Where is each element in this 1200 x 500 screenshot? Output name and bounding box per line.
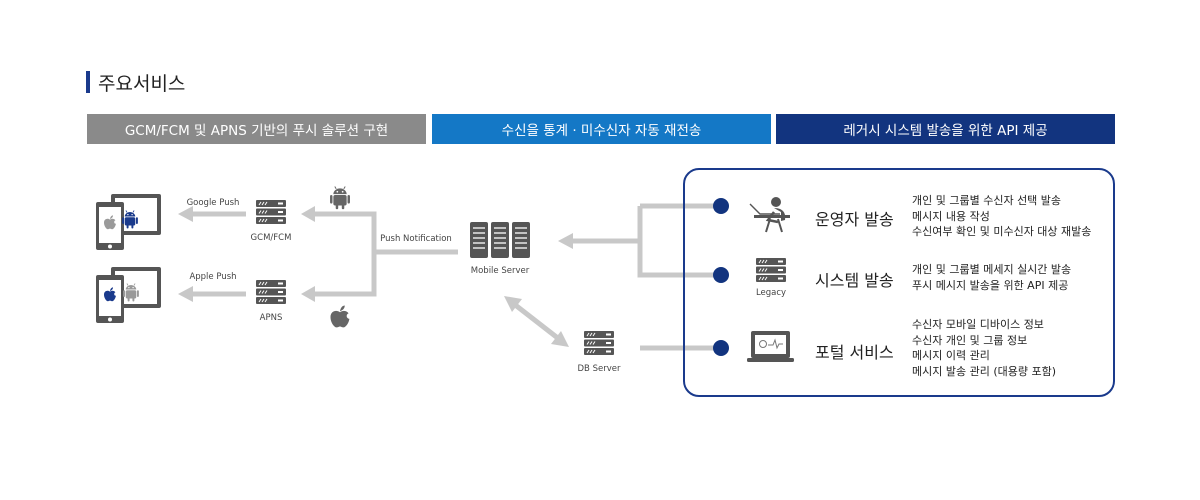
title-accent-bar <box>86 71 90 93</box>
banner-statistics-resend: 수신을 통계 · 미수신자 자동 재전송 <box>432 114 771 144</box>
mobile-server-label: Mobile Server <box>471 266 530 276</box>
gcm-fcm-label: GCM/FCM <box>251 233 292 243</box>
desc-line: 수신자 모바일 디바이스 정보 <box>912 318 1044 331</box>
operator-icon <box>749 197 790 233</box>
service-desc-portal: 수신자 모바일 디바이스 정보 수신자 개인 및 그룹 정보 메시지 이력 관리… <box>912 317 1056 379</box>
desc-line: 메시지 이력 관리 <box>912 349 990 362</box>
google-push-label: Google Push <box>187 198 240 208</box>
services-box <box>683 168 1115 397</box>
service-name-operator: 운영자 발송 <box>815 210 894 229</box>
server-icon <box>755 257 787 283</box>
service-desc-operator: 개인 및 그룹별 수신자 선택 발송 메시지 내용 작성 수신여부 확인 및 미… <box>912 193 1091 240</box>
desc-line: 푸시 메시지 발송을 위한 API 제공 <box>912 278 1069 292</box>
service-dot <box>713 340 729 356</box>
laptop-icon <box>747 331 794 362</box>
push-notification-label: Push Notification <box>380 234 452 244</box>
desc-line: 메시지 내용 작성 <box>912 209 990 223</box>
apple-push-label: Apple Push <box>189 272 236 282</box>
section-title: 주요서비스 <box>86 70 186 95</box>
section-title-text: 주요서비스 <box>98 72 186 95</box>
db-server-label: DB Server <box>578 364 621 374</box>
connector-lines <box>178 203 720 351</box>
desc-line: 개인 및 그룹별 메세지 실시간 발송 <box>912 263 1072 276</box>
service-dot <box>713 267 729 283</box>
banner-push-solution: GCM/FCM 및 APNS 기반의 푸시 솔루션 구현 <box>87 114 426 144</box>
banner-legacy-api: 레거시 시스템 발송을 위한 API 제공 <box>776 114 1115 144</box>
desc-line: 수신자 개인 및 그룹 정보 <box>912 333 1028 347</box>
desc-line: 개인 및 그룹별 수신자 선택 발송 <box>912 194 1062 207</box>
service-name-system: 시스템 발송 <box>815 271 894 290</box>
service-desc-system: 개인 및 그룹별 메세지 실시간 발송 푸시 메시지 발송을 위한 API 제공 <box>912 262 1071 293</box>
service-dot <box>713 198 729 214</box>
legacy-label: Legacy <box>756 288 786 298</box>
service-name-portal: 포털 서비스 <box>815 343 894 362</box>
desc-line: 수신여부 확인 및 미수신자 대상 재발송 <box>912 225 1092 238</box>
apns-label: APNS <box>260 313 283 323</box>
mobile-server-icon <box>470 222 530 258</box>
desc-line: 메시지 발송 관리 (대용량 포함) <box>912 364 1057 378</box>
